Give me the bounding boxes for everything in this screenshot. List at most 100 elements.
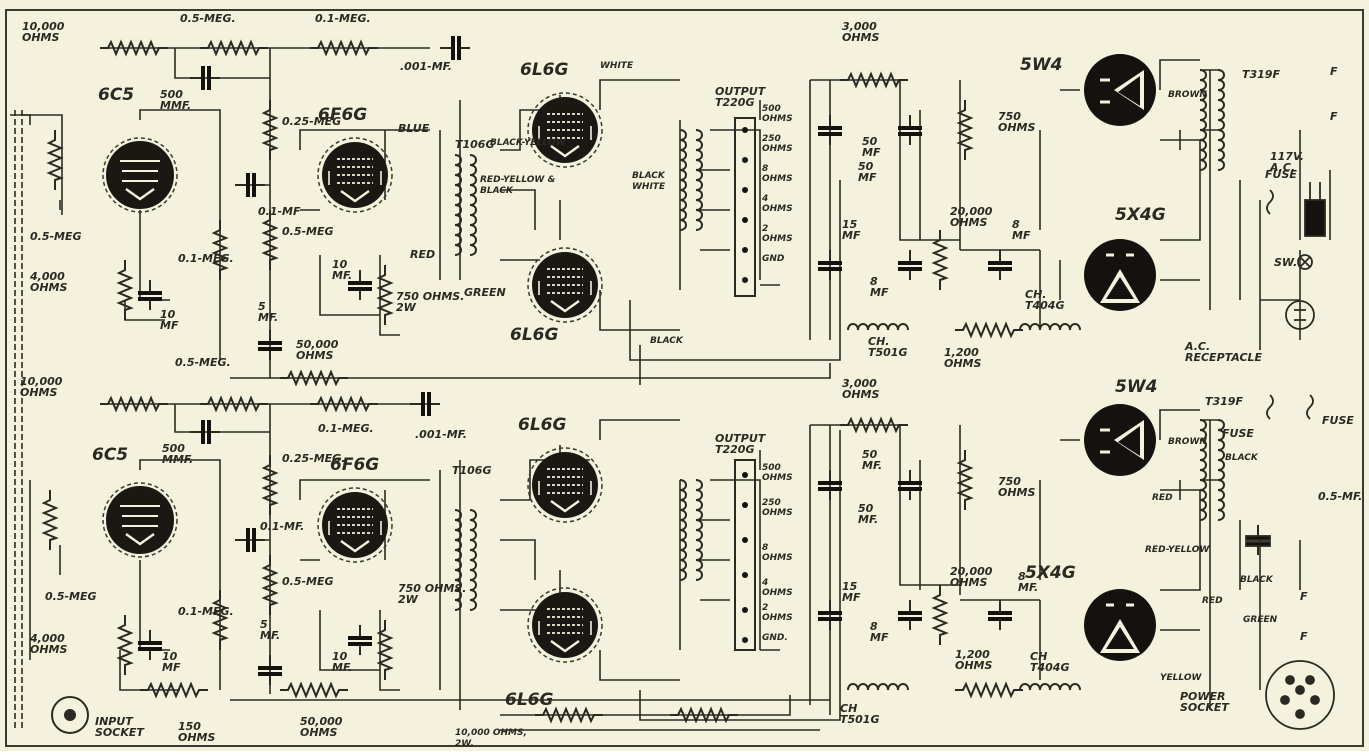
rectifier-5x4g-top [1082, 237, 1158, 313]
tube-label-6c5-bot: 6C5 [92, 445, 128, 465]
resistor-025meg-bot [263, 454, 277, 516]
labels-vol_bot: 0.5-MEG [45, 590, 97, 603]
output-terminals-top [742, 127, 748, 283]
tube-label-6f6g-top: 6F6G [318, 105, 367, 125]
output-terminal-strip-top [734, 117, 756, 297]
tube-label-6f6g-bot: 6F6G [330, 455, 379, 475]
labels-c_001_top: .001-MF. [400, 60, 452, 73]
cap-001mf-bot [409, 391, 441, 417]
resistor-05meg-b-bot [263, 554, 277, 616]
cap-8mf-b-bot [987, 599, 1013, 631]
cap-001mf-top [439, 35, 471, 61]
resistor-01meg-grid-top [213, 219, 227, 281]
labels-fuse_top: FUSE [1265, 168, 1297, 181]
tube-6l6g-b-top [526, 246, 604, 324]
labels-r_750c_bot: 750 OHMS.2W [398, 582, 466, 606]
labels-r_750c_top: 750 OHMS.2W [396, 290, 464, 314]
labels-r_10k_2w: 10,000 OHMS,2W. [455, 728, 527, 749]
choke-t404g-bot [1019, 683, 1081, 691]
labels-brown_bot: BROWN [1168, 437, 1207, 447]
transformer-t319f-top-secondary [1217, 69, 1225, 171]
labels-red_r: RED [1152, 493, 1173, 503]
cap-5mf-bot [257, 654, 283, 686]
rectifier-5w4-top [1082, 52, 1158, 128]
transformer-t220g-top-secondary [695, 129, 703, 231]
tube-6f6g-bot [316, 486, 394, 564]
cap-5mf-top [257, 329, 283, 361]
labels-fuse_bot: FUSE [1222, 427, 1254, 440]
tube-label-5x4g-top: 5X4G [1115, 205, 1166, 225]
transformer-t220g-top-primary [679, 129, 687, 231]
output-terminal-strip-bot [734, 459, 756, 651]
labels-f2: F [1330, 110, 1338, 123]
tube-6f6g-top [316, 136, 394, 214]
labels-ac_receptacle: A.C.RECEPTACLE [1184, 340, 1263, 364]
rectifier-5w4-bot [1082, 402, 1158, 478]
labels-c_001_bot: .001-MF. [415, 428, 467, 441]
labels-red_r2: RED [1202, 596, 1223, 606]
output-tap-top-5: GND [762, 254, 785, 264]
cap-50mf-a-top [817, 114, 843, 146]
labels-black_r: BLACK [1225, 453, 1259, 463]
resistor-1200-top [954, 323, 1024, 337]
transformer-t319f-bot-primary [1199, 419, 1207, 521]
labels-r_05b_bot: 0.5-MEG [282, 575, 334, 588]
labels-green_r: GREEN [1243, 615, 1278, 625]
cap-8mf-b-top [987, 249, 1013, 281]
cap-10mf-cathode-top [137, 279, 163, 311]
resistor-20k-bot [933, 584, 947, 646]
cap-10mf-bot [347, 624, 373, 656]
labels-f1: F [1330, 65, 1338, 78]
labels-r_01_bot: 0.1-MEG. [318, 422, 374, 435]
labels-t106g_top: T106G [455, 138, 495, 151]
labels-black: BLACK [650, 336, 684, 346]
tube-6l6g-a-bot [526, 446, 604, 524]
labels-t106g_bot: T106G [452, 464, 492, 477]
labels-c_05_right: 0.5-MF. [1318, 490, 1362, 503]
resistor-1200-bot [954, 683, 1024, 697]
tube-label-5x4g-bot: 5X4G [1025, 563, 1076, 583]
cap-01mf-top [234, 172, 266, 198]
labels-r_01g_bot: 0.1-MEG. [178, 605, 234, 618]
tube-6c5-top [101, 136, 179, 214]
labels-r_01g_top: 0.1-MEG. [178, 252, 234, 265]
tube-6l6g-b-bot [526, 586, 604, 664]
labels-t319f_top: T319F [1242, 68, 1280, 81]
labels-vol_top: 0.5-MEG [30, 230, 82, 243]
input-socket [51, 696, 89, 734]
cap-500mmf-top [189, 65, 221, 91]
labels-ch_t404g_top: CH.T404G [1025, 288, 1065, 312]
tube-label-6c5-top: 6C5 [98, 85, 134, 105]
labels-sw: SW. [1274, 256, 1297, 269]
labels-t319f_bot: T319F [1205, 395, 1243, 408]
